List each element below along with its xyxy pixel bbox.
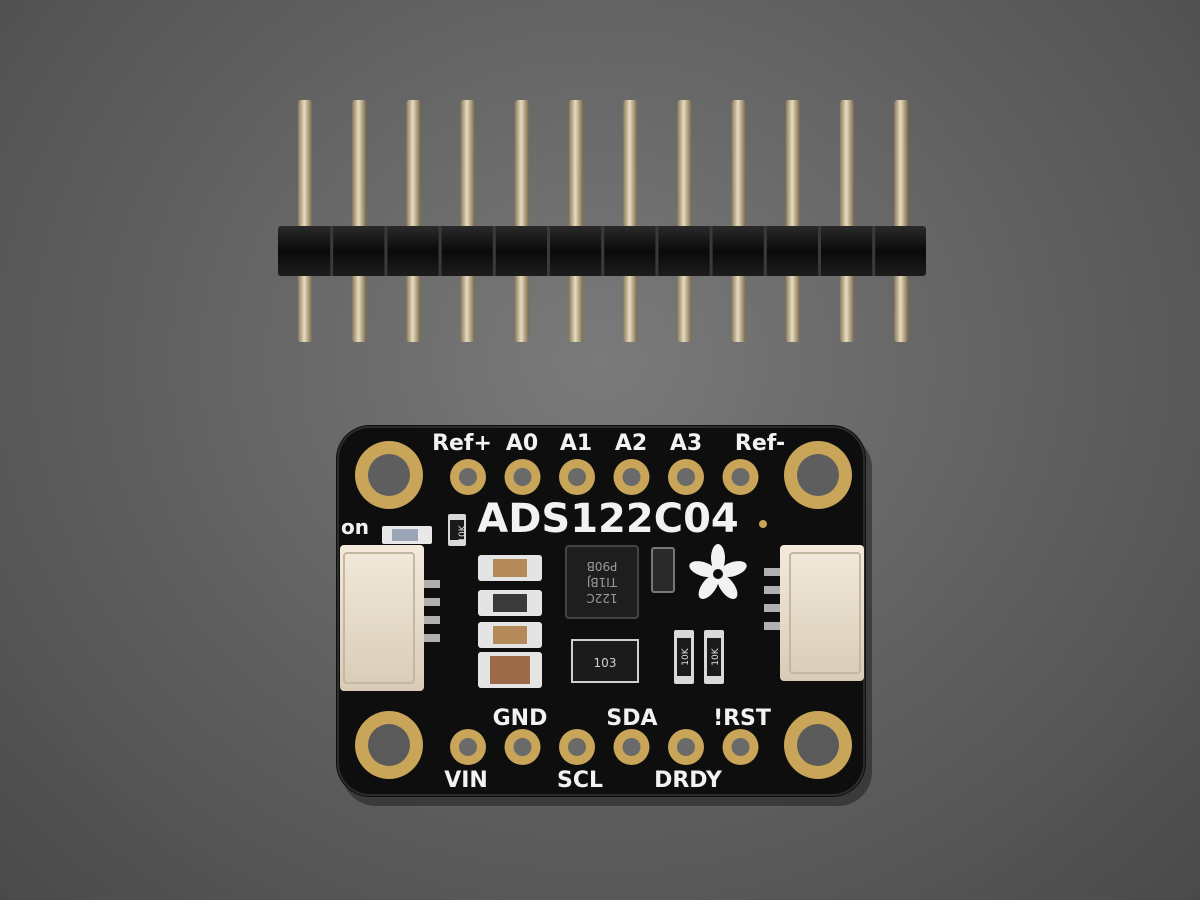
header-body-divider (818, 226, 821, 276)
bottom-pad-row (450, 729, 759, 765)
header-body-divider (872, 226, 876, 276)
label-gnd: GND (493, 706, 548, 731)
label-a3: A3 (670, 431, 702, 456)
top-pad-hole (677, 468, 695, 486)
header-pin (460, 100, 475, 342)
header-pin (298, 100, 312, 342)
chip-marking-line1: 122C (586, 591, 617, 605)
bottom-pad-hole (677, 738, 695, 756)
label-a0: A0 (506, 431, 538, 456)
label-drdy: DRDY (654, 768, 723, 793)
label-ref-minus: Ref- (735, 431, 785, 456)
adc-chip: 122C TI1BJ P90B (565, 545, 639, 619)
header-body-divider (438, 226, 442, 276)
header-body-divider (330, 226, 334, 276)
header-pin (569, 100, 583, 342)
resistor-r2-marking: 10K (681, 647, 691, 665)
bottom-pad-hole (731, 738, 750, 756)
top-pad-hole (513, 468, 532, 486)
header-pin (894, 100, 909, 342)
header-body-divider (384, 226, 388, 276)
header-pin (406, 100, 421, 342)
top-pad-hole (459, 468, 477, 486)
label-sda: SDA (606, 706, 657, 731)
top-pad-hole (622, 468, 641, 486)
fiducial (759, 520, 767, 528)
header-body-divider (601, 226, 605, 276)
resistor-r2: 10K (674, 630, 694, 684)
header-pin (840, 100, 854, 342)
stemma-qt-connector-right (764, 545, 864, 681)
bottom-pad-hole (459, 738, 477, 756)
top-pad-row (450, 459, 759, 495)
power-led-lens (392, 529, 418, 541)
header-body-divider (547, 226, 550, 276)
header-body-divider (492, 226, 496, 276)
chip-marking-line3: P90B (587, 559, 618, 573)
capacitor-c4 (478, 652, 542, 688)
header-pin (514, 100, 529, 342)
header-body-divider (763, 226, 767, 276)
header-pin (785, 100, 800, 342)
led-resistor-marking: 10K (458, 524, 468, 542)
led-resistor: 10K (448, 514, 468, 546)
header-pins (298, 100, 909, 342)
label-a2: A2 (615, 431, 647, 456)
mounting-hole-bottom-right (784, 711, 852, 779)
small-capacitor (651, 547, 675, 593)
mounting-hole-top-left (355, 441, 423, 509)
label-scl: SCL (557, 768, 603, 793)
bottom-pad-hole (622, 738, 641, 756)
header-pin (352, 100, 367, 342)
header-pin (731, 100, 746, 342)
header-pin (623, 100, 638, 342)
chip-marking-line2: TI1BJ (587, 575, 618, 589)
resistor-r3-marking: 10K (711, 647, 721, 665)
capacitor-c3 (478, 622, 542, 648)
resistor-r3: 10K (704, 630, 724, 684)
header-body-divider (655, 226, 659, 276)
capacitor-c2 (478, 590, 542, 616)
label-vin: VIN (444, 768, 488, 793)
stemma-qt-connector-left (340, 545, 440, 691)
header-body-divider (709, 226, 713, 276)
mounting-hole-bottom-left (355, 711, 423, 779)
capacitor-c1 (478, 555, 542, 581)
breakout-board: Ref+ A0 A1 A2 A3 Ref- ADS122C04 on 10K (336, 425, 872, 806)
led-label: on (341, 515, 369, 539)
bottom-pad-hole (568, 738, 586, 756)
top-pad-hole (731, 468, 750, 486)
adafruit-flower-logo (689, 544, 747, 599)
pin-header (278, 100, 926, 342)
board-title: ADS122C04 (477, 496, 738, 542)
header-body-segments (330, 226, 876, 276)
mounting-hole-top-right (784, 441, 852, 509)
label-rst: !RST (713, 706, 771, 731)
resistor-network-marking: 103 (594, 656, 617, 670)
top-pad-hole (568, 468, 586, 486)
label-ref-plus: Ref+ (432, 431, 492, 456)
header-pin (677, 100, 692, 342)
label-a1: A1 (560, 431, 592, 456)
bottom-pad-hole (513, 738, 532, 756)
resistor-network: 103 (571, 639, 639, 683)
